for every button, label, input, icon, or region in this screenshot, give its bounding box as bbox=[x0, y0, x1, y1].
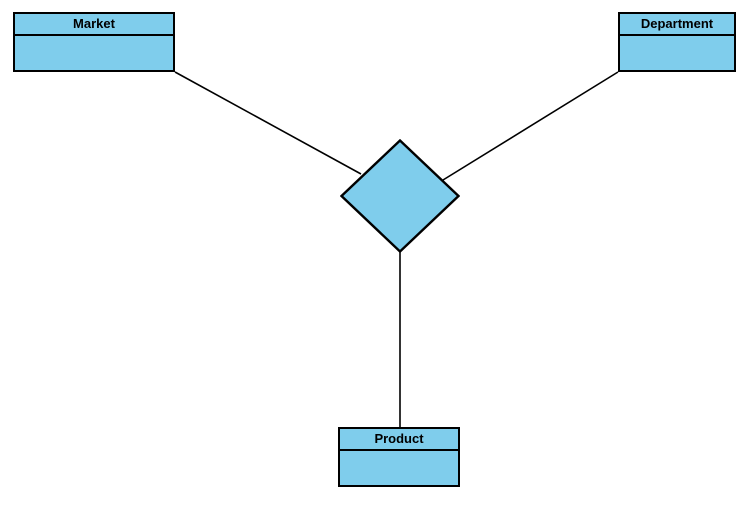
edge-department-to-relationship[interactable] bbox=[442, 71, 619, 181]
relationship-diamond[interactable] bbox=[340, 139, 460, 253]
entity-market-attributes bbox=[15, 36, 173, 70]
relationship-diamond-shape bbox=[340, 139, 460, 253]
entity-product[interactable]: Product bbox=[338, 427, 460, 487]
entity-product-attributes bbox=[340, 451, 458, 485]
entity-department-title: Department bbox=[620, 14, 734, 36]
entity-product-title: Product bbox=[340, 429, 458, 451]
entity-department-attributes bbox=[620, 36, 734, 70]
edge-market-to-relationship[interactable] bbox=[174, 71, 362, 175]
entity-department[interactable]: Department bbox=[618, 12, 736, 72]
entity-market-title: Market bbox=[15, 14, 173, 36]
entity-market[interactable]: Market bbox=[13, 12, 175, 72]
